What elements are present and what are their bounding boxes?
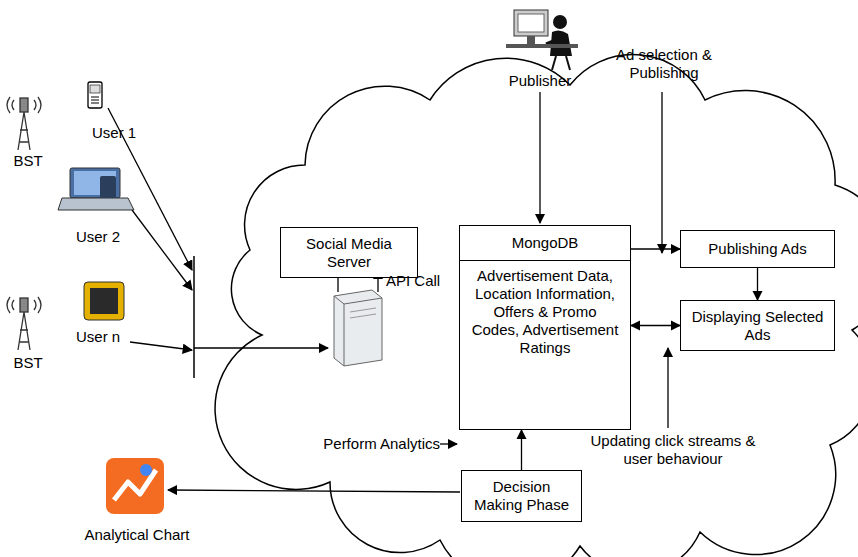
- process-box: Publishing Ads: [680, 230, 835, 268]
- cloud-outline: [215, 55, 858, 557]
- user-label: User 2: [68, 228, 128, 246]
- user-line: [130, 342, 192, 350]
- connector: [521, 430, 522, 470]
- clickstream-arrow: [667, 348, 668, 428]
- process-box: Displaying Selected Ads: [680, 300, 835, 351]
- ad-selection-arrow: [661, 92, 662, 253]
- publisher-arrow: [539, 92, 540, 223]
- tablet-icon: [84, 282, 124, 320]
- connector: [631, 248, 680, 249]
- bus-to-server: [194, 347, 328, 348]
- box-title: Publishing Ads: [681, 237, 834, 261]
- flow-label: Perform Analytics: [300, 435, 440, 453]
- actor-label: Publisher: [500, 72, 580, 90]
- user-label: User 1: [92, 124, 152, 142]
- user-line: [132, 210, 192, 290]
- bus-line: [193, 256, 195, 378]
- connector: [757, 268, 758, 300]
- user-label: User n: [76, 328, 136, 346]
- server-box: Social Media Server: [280, 227, 418, 278]
- database-box: MongoDBAdvertisement Data, Location Info…: [459, 225, 631, 430]
- bst-tower: [7, 97, 41, 150]
- chart-icon: [106, 458, 164, 514]
- icon-label: Analytical Chart: [72, 526, 202, 544]
- flow-label: Ad selection & Publishing: [600, 46, 728, 82]
- box-title: Decision Making Phase: [462, 475, 581, 517]
- analytics-arrow: [440, 443, 457, 444]
- chart-arrow: [168, 490, 460, 492]
- box-title: Displaying Selected Ads: [681, 305, 834, 347]
- flow-label: Updating click streams & user behaviour: [580, 432, 766, 468]
- box-title: Social Media Server: [281, 232, 417, 274]
- tower-label: BST: [8, 152, 48, 170]
- process-box: Decision Making Phase: [461, 470, 582, 522]
- server-icon: [334, 290, 382, 366]
- phone-icon: [88, 82, 102, 108]
- bst-tower: [7, 297, 41, 350]
- tower-label: BST: [8, 354, 48, 372]
- laptop-icon: [58, 168, 134, 210]
- box-title: MongoDB: [460, 226, 630, 261]
- box-body: Advertisement Data, Location Information…: [460, 261, 630, 429]
- connector: [631, 325, 680, 326]
- publisher-figure: [506, 10, 578, 70]
- flow-label: API Call: [386, 272, 456, 290]
